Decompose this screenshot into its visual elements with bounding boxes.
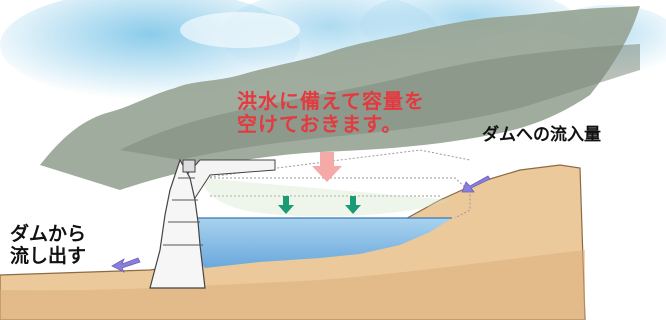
capacity-down-arrow-icon (312, 152, 342, 182)
inflow-arrow-icon (461, 175, 491, 193)
dam-body (149, 158, 276, 289)
water-level-arrow-right-icon (345, 196, 361, 214)
flood-capacity-label-line1: 洪水に備えて容量を (237, 89, 425, 113)
outflow-label-line2: 流し出す (10, 244, 87, 267)
flood-capacity-label-line2: 空けておきます。 (237, 112, 403, 136)
ground-shade (0, 250, 585, 320)
flood-capacity-label: 洪水に備えて容量を 空けておきます。 (237, 90, 425, 136)
inflow-label: ダムへの流入量 (482, 125, 601, 145)
water-level-arrow-left-icon (278, 196, 294, 214)
reservoir-water (192, 218, 452, 268)
forest-ridge (120, 44, 640, 160)
outflow-label-line1: ダムから (10, 223, 87, 245)
outflow-label: ダムから 流し出す (10, 223, 87, 268)
outflow-arrow-icon (111, 257, 141, 273)
capacity-outline (200, 178, 452, 217)
